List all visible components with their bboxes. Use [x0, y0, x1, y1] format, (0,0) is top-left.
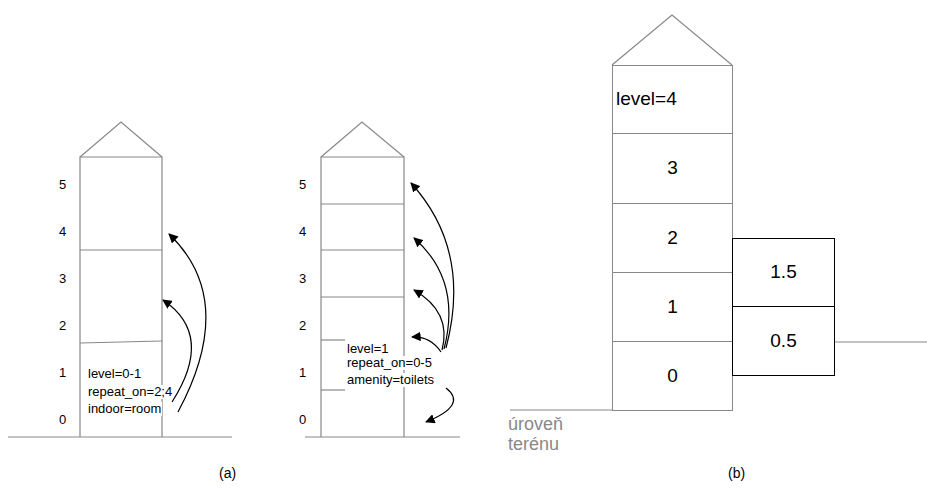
- floor-level-text: 2: [667, 228, 678, 249]
- floor-box: 3: [612, 133, 733, 204]
- floor-level-text: 1.5: [770, 262, 796, 283]
- tag-text: repeat_on=2;4: [87, 385, 173, 399]
- floor-number: 1: [58, 366, 67, 380]
- subfigure-label: (b): [727, 466, 746, 481]
- floor-level-text: 1: [667, 297, 678, 318]
- tag-text: level=0-1: [87, 367, 142, 381]
- annex-floor-box: 0.5: [732, 306, 835, 376]
- tag-text: amenity=toilets: [346, 373, 435, 387]
- floor-number: 0: [298, 413, 307, 427]
- tag-text: repeat_on=0-5: [346, 356, 433, 370]
- ground-label: úroveň terénu: [507, 415, 571, 455]
- floor-level-text: 0: [667, 366, 678, 387]
- floor-number: 3: [58, 272, 67, 286]
- floor-box: 0: [612, 341, 733, 411]
- floor-number: 2: [58, 319, 67, 333]
- floor-level-text: level=4: [616, 89, 677, 110]
- tag-text: indoor=room: [87, 402, 162, 416]
- floor-number: 3: [298, 272, 307, 286]
- floor-number: 1: [298, 366, 307, 380]
- floor-box: 1: [612, 272, 733, 342]
- floor-number: 4: [298, 225, 307, 239]
- tag-text: level=1: [346, 342, 390, 356]
- floor-box: level=4: [612, 65, 733, 134]
- floor-number: 5: [298, 178, 307, 192]
- floor-level-text: 0.5: [770, 331, 796, 352]
- floor-box: 2: [612, 203, 733, 273]
- floor-level-text: 3: [667, 158, 678, 179]
- subfigure-label: (a): [218, 466, 237, 481]
- floor-number: 2: [298, 319, 307, 333]
- floor-number: 0: [58, 413, 67, 427]
- annex-floor-box: 1.5: [732, 238, 835, 307]
- floor-number: 4: [58, 225, 67, 239]
- floor-number: 5: [58, 178, 67, 192]
